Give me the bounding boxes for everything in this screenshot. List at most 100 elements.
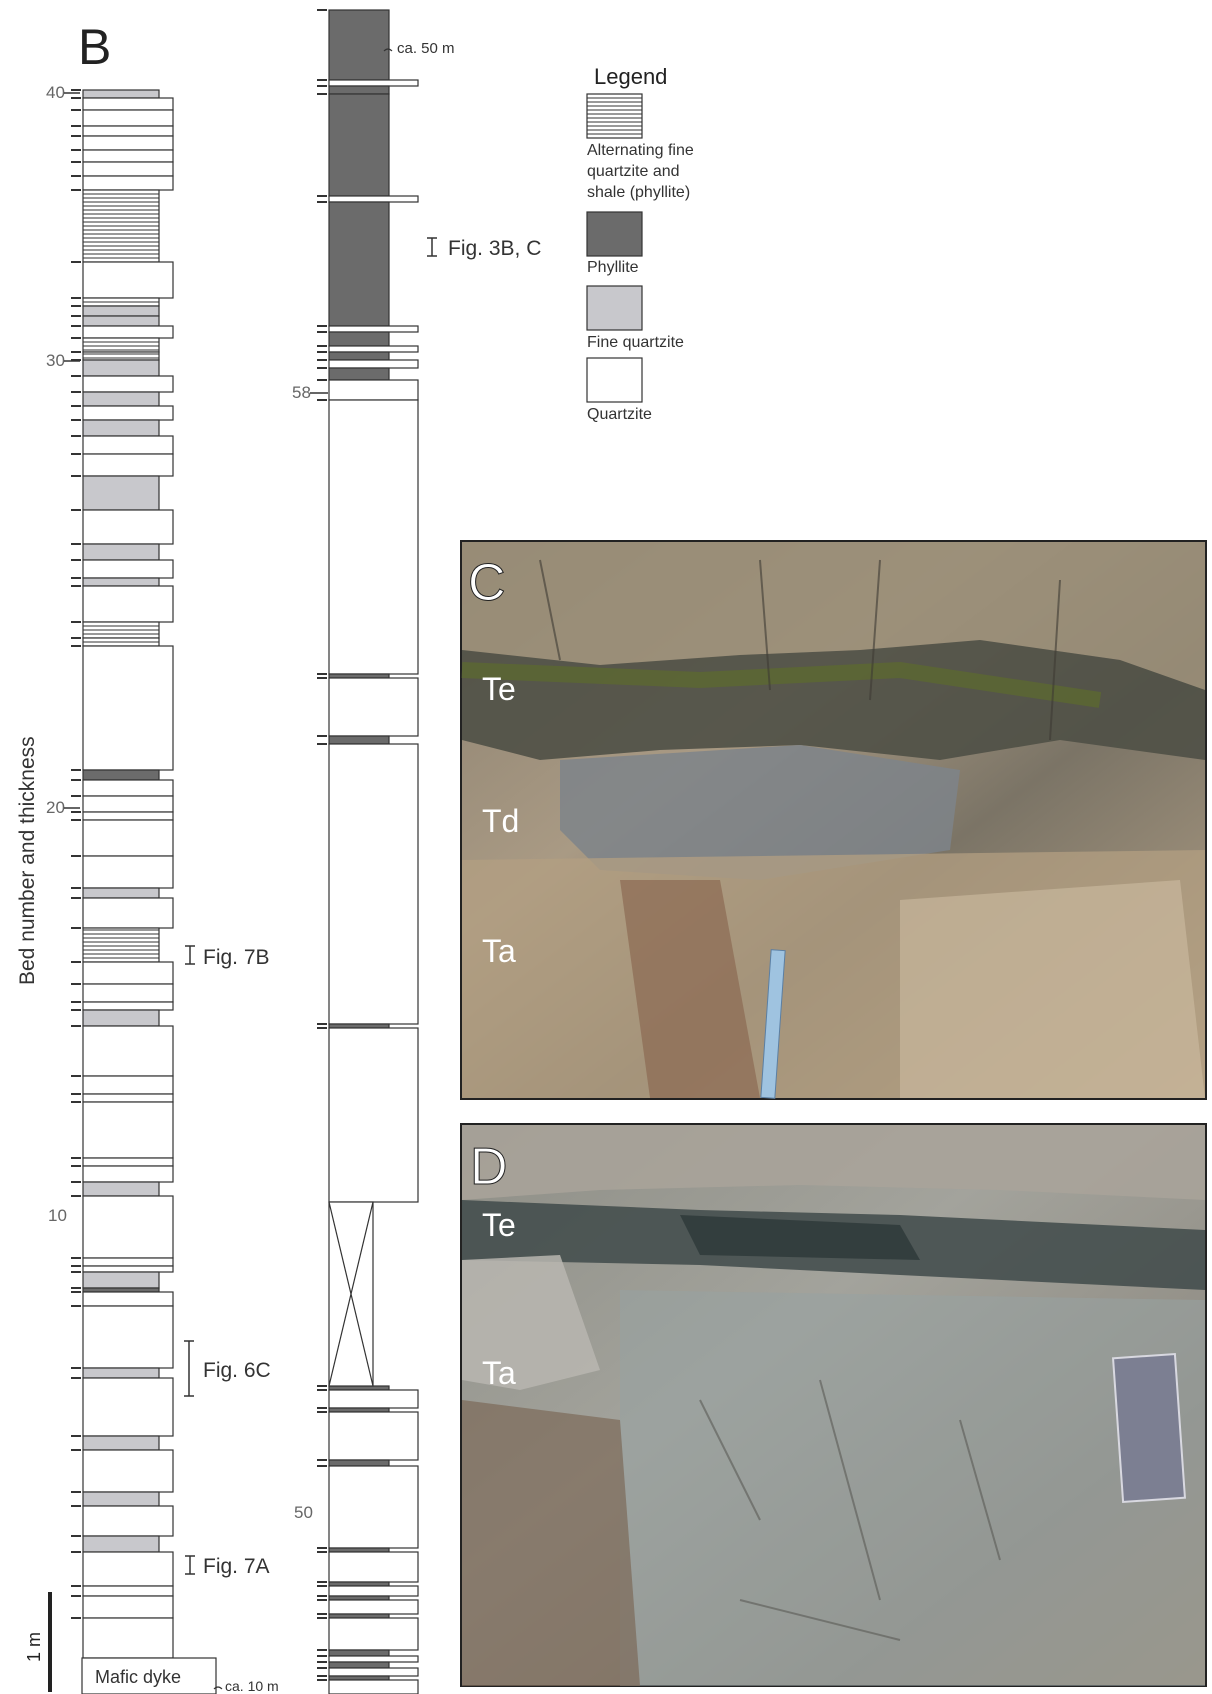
bed-quartzite: [83, 136, 173, 150]
bed-quartzite: [329, 1668, 418, 1676]
bed-fine-quartzite: [83, 1536, 159, 1552]
bed-phyllite: [329, 202, 389, 326]
bed-fine-quartzite: [83, 306, 159, 316]
bed-quartzite: [83, 436, 173, 454]
photo-d-label-te: Te: [482, 1207, 516, 1243]
bed-phyllite: [329, 368, 389, 380]
bed-fine-quartzite: [83, 316, 159, 326]
bed-quartzite: [329, 1600, 418, 1614]
legend-swatch-alternating: [587, 94, 642, 138]
bed-quartzite: [83, 98, 173, 110]
bed-quartzite: [83, 1102, 173, 1158]
bed-quartzite: [83, 796, 173, 812]
bed-alternating: [83, 622, 159, 638]
legend-label-fine-quartzite: Fine quartzite: [587, 334, 684, 351]
squiggle-mark-10m: [214, 1687, 222, 1689]
bed-alternating: [83, 298, 159, 306]
bed-fine-quartzite: [83, 420, 159, 436]
left-ticks: [71, 90, 81, 1618]
bed-quartzite: [329, 1618, 418, 1650]
legend-label-alternating: Alternating fine quartzite and shale (ph…: [587, 142, 698, 201]
bed-alternating: [83, 928, 159, 962]
bed-quartzite: [83, 406, 173, 420]
mafic-dyke-label: Mafic dyke: [95, 1667, 181, 1687]
bed-quartzite: [329, 400, 418, 674]
bed-quartzite: [83, 1158, 173, 1166]
bed-quartzite: [83, 812, 173, 820]
bed-quartzite: [329, 1390, 418, 1408]
bed-quartzite: [83, 560, 173, 578]
thickness-mark-10m: ca. 10 m: [225, 1678, 279, 1694]
bed-quartzite: [83, 510, 173, 544]
ref-fig-6c: Fig. 6C: [184, 1341, 271, 1396]
bed-fine-quartzite: [83, 1010, 159, 1026]
right-column: [329, 10, 418, 1694]
legend-label-phyllite: Phyllite: [587, 259, 639, 276]
bed-quartzite: [83, 820, 173, 856]
bed-quartzite: [83, 376, 173, 392]
bed-quartzite: [83, 984, 173, 1002]
bed-quartzite: [83, 1266, 173, 1272]
bed-quartzite: [83, 176, 173, 190]
ref-fig-7a-label: Fig. 7A: [203, 1555, 270, 1578]
panel-b-letter: B: [78, 19, 111, 75]
bed-quartzite: [329, 1552, 418, 1582]
bed-fine-quartzite: [83, 476, 159, 510]
bed-number-10: 10: [48, 1206, 67, 1225]
bed-quartzite: [83, 898, 173, 928]
bed-quartzite: [329, 1028, 418, 1202]
bed-quartzite: [329, 380, 418, 400]
bed-quartzite: [83, 1378, 173, 1436]
bed-quartzite: [83, 1596, 173, 1618]
bed-quartzite: [83, 1094, 173, 1102]
bed-alternating: [83, 352, 159, 360]
bed-fine-quartzite: [83, 392, 159, 406]
bed-quartzite: [329, 360, 418, 368]
bed-fine-quartzite: [83, 1272, 159, 1288]
legend-swatch-phyllite: [587, 212, 642, 256]
bed-quartzite: [329, 80, 418, 86]
bed-alternating: [83, 338, 159, 352]
scale-label: 1 m: [24, 1632, 44, 1662]
bed-number-20: 20: [46, 798, 65, 817]
photo-c: C Te Td Ta: [461, 541, 1206, 1099]
right-ticks: [317, 10, 327, 1680]
legend-swatch-fine-quartzite: [587, 286, 642, 330]
photo-d: D Te Ta: [461, 1124, 1206, 1686]
legend-title: Legend: [594, 64, 667, 89]
bed-quartzite: [83, 586, 173, 622]
bed-quartzite: [83, 962, 173, 984]
bed-quartzite: [83, 780, 173, 796]
bed-number-40: 40: [46, 83, 65, 102]
bed-phyllite: [329, 332, 389, 346]
bed-alternating: [83, 638, 159, 646]
thickness-mark-50m: ca. 50 m: [397, 40, 455, 57]
bed-fine-quartzite: [83, 1436, 159, 1450]
bed-fine-quartzite: [83, 1492, 159, 1506]
bed-quartzite: [83, 856, 173, 888]
bed-fine-quartzite: [83, 544, 159, 560]
bed-quartzite: [83, 1258, 173, 1266]
bed-number-50: 50: [294, 1503, 313, 1522]
bed-quartzite: [83, 1450, 173, 1492]
left-column: [83, 90, 173, 1658]
bed-quartzite: [329, 1466, 418, 1548]
legend-label-quartzite: Quartzite: [587, 406, 652, 423]
ref-fig-3bc: Fig. 3B, C: [427, 237, 541, 260]
bed-fine-quartzite: [83, 1182, 159, 1196]
photo-c-label-td: Td: [482, 803, 519, 839]
bed-quartzite: [329, 346, 418, 352]
bed-fine-quartzite: [83, 1368, 159, 1378]
bed-alternating: [83, 190, 159, 262]
photo-c-label-te: Te: [482, 671, 516, 707]
bed-phyllite: [329, 94, 389, 196]
bed-quartzite: [83, 1586, 173, 1596]
bed-fine-quartzite: [83, 578, 159, 586]
ref-fig-7a: Fig. 7A: [185, 1555, 270, 1578]
photo-c-label-ta: Ta: [482, 933, 516, 969]
bed-phyllite: [329, 736, 389, 744]
ref-fig-6c-label: Fig. 6C: [203, 1359, 271, 1382]
bed-quartzite: [329, 1586, 418, 1596]
bed-phyllite: [83, 770, 159, 780]
